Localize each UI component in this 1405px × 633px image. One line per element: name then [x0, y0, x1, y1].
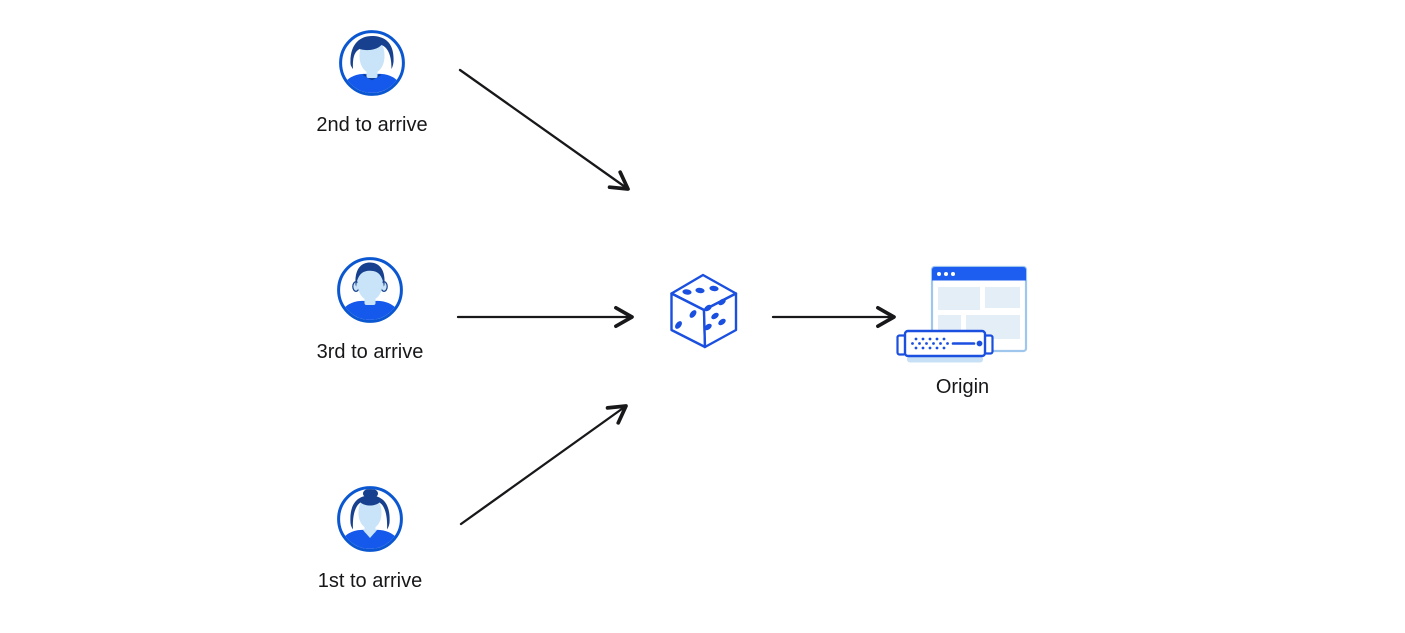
node-label: 1st to arrive [317, 570, 423, 592]
node-label: Origin [935, 376, 990, 398]
user-avatar-icon [337, 486, 403, 552]
arrow-visitor-1st-to-dice [459, 404, 628, 526]
node-dice [667, 271, 739, 358]
origin-server-icon [896, 265, 1028, 363]
server-icon [896, 329, 994, 363]
node-label: 2nd to arrive [316, 114, 428, 136]
server-vent-dots [911, 337, 949, 350]
node-visitor-3rd: 3rd to arrive [290, 256, 450, 364]
server-led-dot [976, 340, 983, 347]
dice-icon [670, 273, 738, 349]
arrow-visitor-2nd-to-dice [458, 68, 630, 191]
node-origin: Origin [895, 260, 1030, 399]
node-visitor-2nd: 2nd to arrive [292, 29, 452, 137]
node-visitor-1st: 1st to arrive [290, 485, 450, 593]
user-avatar-icon [337, 257, 403, 323]
dice-pips [675, 285, 726, 331]
node-label: 3rd to arrive [316, 341, 424, 363]
user-avatar-icon [339, 30, 405, 96]
window-dots [937, 272, 955, 276]
